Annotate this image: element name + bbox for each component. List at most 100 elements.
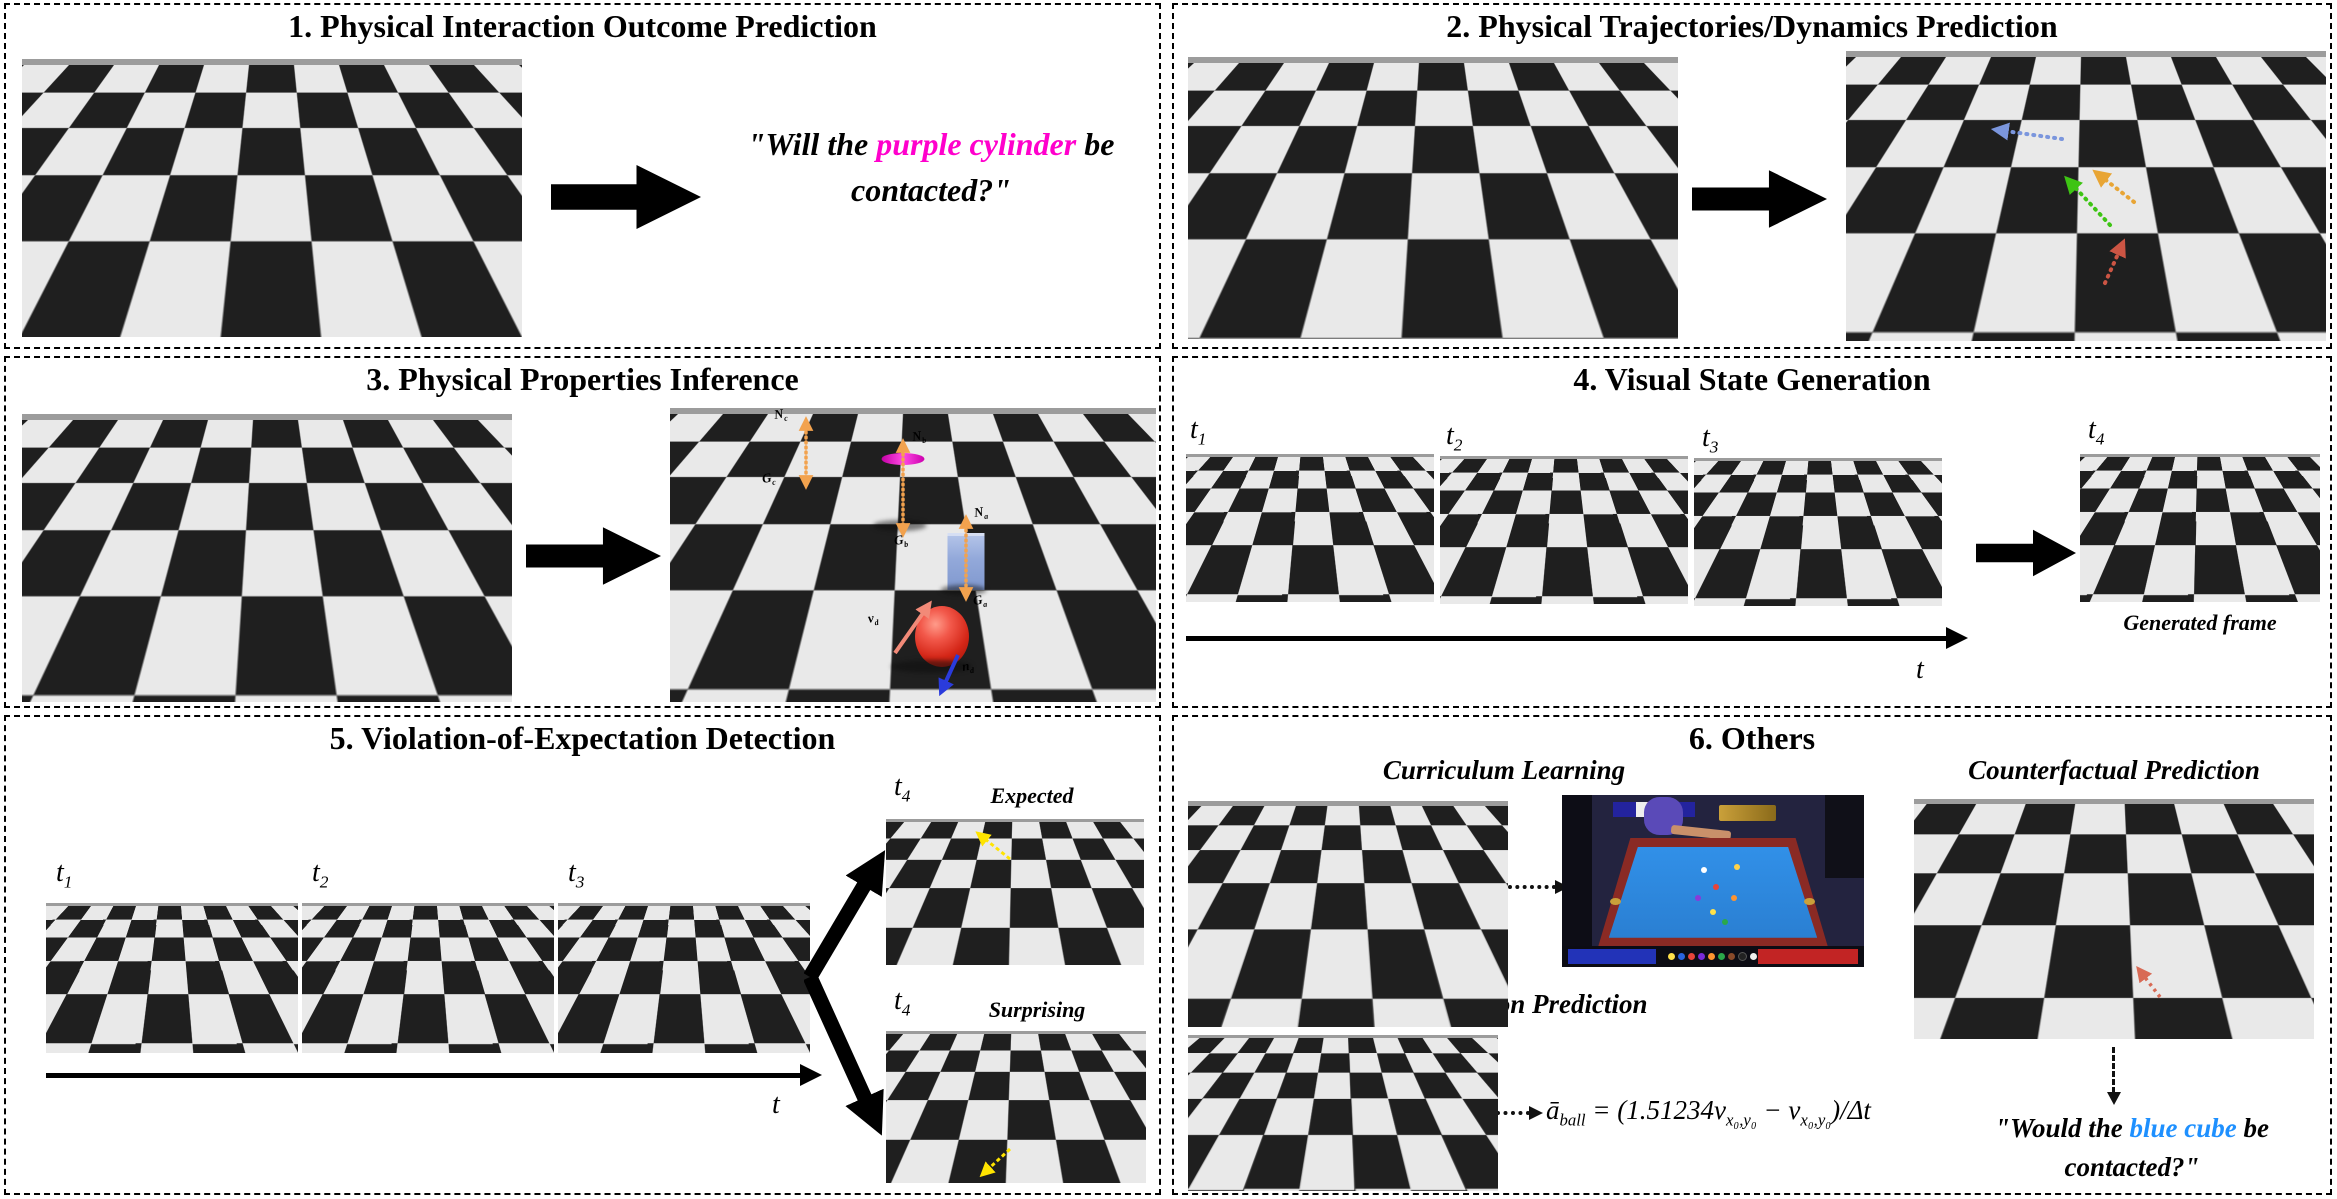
counterfactual-arrow bbox=[1914, 799, 2314, 1039]
green-cone bbox=[101, 931, 123, 960]
checkerboard-floor bbox=[22, 414, 512, 420]
rack-ball bbox=[1668, 953, 1675, 960]
red-ball bbox=[1325, 1145, 1355, 1179]
eq-lhs: ā bbox=[1546, 1095, 1560, 1125]
t-base: t bbox=[894, 771, 902, 802]
surprising-motion-arrow bbox=[886, 1031, 1146, 1183]
pool-ball bbox=[1722, 919, 1728, 925]
t-base: t bbox=[1446, 420, 1454, 451]
red-ball bbox=[250, 624, 304, 685]
scene-equation-source bbox=[1188, 1035, 1498, 1191]
panel-title: 1. Physical Interaction Outcome Predicti… bbox=[6, 7, 1159, 45]
frame-t2 bbox=[302, 903, 554, 1053]
green-cone bbox=[1259, 842, 1290, 883]
dotted-arrow-right-icon bbox=[1508, 885, 1556, 889]
pool-table-felt bbox=[1609, 847, 1817, 938]
green-cone bbox=[137, 460, 181, 518]
eq-part: )/Δt bbox=[1831, 1095, 1871, 1125]
t-base: t bbox=[56, 857, 64, 888]
generated-frame-caption: Generated frame bbox=[2080, 610, 2320, 636]
t-sub: 2 bbox=[320, 873, 329, 892]
frame-t3 bbox=[558, 903, 810, 1053]
blue-cube bbox=[1567, 522, 1586, 551]
frame-label-t4-surprising: t4 bbox=[894, 985, 910, 1017]
physics-equation: āball = (1.51234νx₀,y₀ − νx₀,y₀)/Δt bbox=[1546, 1095, 1871, 1126]
magenta-cylinder bbox=[1317, 851, 1347, 900]
frame-label-t3: t3 bbox=[1702, 422, 1718, 454]
red-ball bbox=[1329, 966, 1367, 1009]
panel-interaction-outcome: 1. Physical Interaction Outcome Predicti… bbox=[4, 3, 1161, 349]
red-ball bbox=[409, 993, 436, 1024]
blue-cube bbox=[1357, 906, 1383, 946]
frame-t4-generated bbox=[2080, 454, 2320, 602]
player-arm bbox=[1670, 825, 1731, 840]
frame-t4-surprising bbox=[886, 1031, 1146, 1183]
green-cone bbox=[1493, 483, 1515, 512]
checkerboard-floor bbox=[22, 59, 522, 65]
checkerboard-floor bbox=[1694, 458, 1942, 461]
rack-ball bbox=[1698, 953, 1705, 960]
pool-ball bbox=[1710, 909, 1716, 915]
force-label-cylinder-gravity: Gb bbox=[893, 531, 909, 549]
panel-title: 3. Physical Properties Inference bbox=[6, 360, 1159, 398]
red-ball bbox=[1812, 531, 1839, 562]
expected-label: Expected bbox=[962, 783, 1102, 809]
chair-silhouette bbox=[1825, 795, 1864, 878]
rack-ball bbox=[1718, 953, 1725, 960]
magenta-cylinder bbox=[400, 937, 422, 972]
pool-ball bbox=[1695, 895, 1701, 901]
curriculum-learning-label: Curriculum Learning bbox=[1344, 755, 1664, 786]
time-axis-arrow bbox=[1186, 636, 1948, 641]
ball-rack-indicator bbox=[1662, 950, 1765, 963]
frame-t1 bbox=[1186, 454, 1434, 602]
checkerboard-floor bbox=[1188, 1035, 1498, 1038]
red-ball bbox=[1416, 250, 1470, 311]
sponsor-banner bbox=[1719, 805, 1776, 820]
panel-visual-state-generation: 4. Visual State Generation t1 t2 t3 t t4… bbox=[1172, 356, 2332, 708]
highlight-blue-cube: blue cube bbox=[2130, 1113, 2237, 1143]
counterfactual-question-text: "Would the blue cube be contacted?" bbox=[1952, 1109, 2312, 1187]
magenta-cylinder bbox=[236, 117, 279, 187]
panel-others: 6. Others Curriculum Learning bbox=[1172, 715, 2332, 1195]
score-bar-blue bbox=[1568, 949, 1656, 963]
checkerboard-floor bbox=[1440, 456, 1688, 459]
green-cone bbox=[2139, 484, 2161, 513]
panel-title: 6. Others bbox=[1174, 719, 2330, 757]
eq-part: − ν bbox=[1757, 1095, 1801, 1125]
score-bar-red bbox=[1758, 949, 1858, 963]
eq-part: = (1.51234ν bbox=[1586, 1095, 1726, 1125]
magenta-cylinder bbox=[1536, 489, 1558, 524]
frame-label-t2: t2 bbox=[1446, 420, 1462, 452]
red-ball bbox=[678, 978, 705, 1009]
rack-ball bbox=[1678, 953, 1685, 960]
scene-force-annotations: Nc Gc Nb Gb Na Ga vd nd bbox=[670, 408, 1156, 702]
green-cone bbox=[613, 931, 635, 960]
t-base: t bbox=[2088, 414, 2096, 445]
branch-arrows bbox=[804, 817, 890, 1137]
t-sub: 1 bbox=[1198, 430, 1207, 449]
checkerboard-floor bbox=[46, 903, 298, 906]
surprising-label: Surprising bbox=[962, 997, 1112, 1023]
panel-title: 5. Violation-of-Expectation Detection bbox=[6, 719, 1159, 757]
green-cone bbox=[1747, 485, 1769, 514]
frame-t4-expected bbox=[886, 819, 1144, 965]
green-cone bbox=[1260, 1059, 1284, 1091]
rack-ball bbox=[1738, 952, 1747, 961]
force-label-ball-friction: nd bbox=[961, 657, 975, 675]
red-ball bbox=[1546, 544, 1573, 575]
eq-sub: x₀,y₀ bbox=[1726, 1110, 1757, 1129]
pool-ball bbox=[1731, 895, 1737, 901]
magenta-cylinder bbox=[144, 937, 166, 972]
panel-trajectories-prediction: 2. Physical Trajectories/Dynamics Predic… bbox=[1172, 3, 2332, 349]
green-cone bbox=[1298, 92, 1342, 150]
highlight-purple-cylinder: purple cylinder bbox=[876, 126, 1076, 162]
force-label-cube-normal: Na bbox=[973, 503, 989, 521]
panel-title: 2. Physical Trajectories/Dynamics Predic… bbox=[1174, 7, 2330, 45]
t-base: t bbox=[1702, 422, 1710, 453]
arrow-right-icon bbox=[1692, 163, 1827, 235]
checkerboard-floor bbox=[558, 903, 810, 906]
time-axis-label: t bbox=[1916, 654, 1924, 686]
rack-ball bbox=[1728, 953, 1735, 960]
scene-initial bbox=[22, 59, 522, 337]
checkerboard-floor bbox=[302, 903, 554, 906]
